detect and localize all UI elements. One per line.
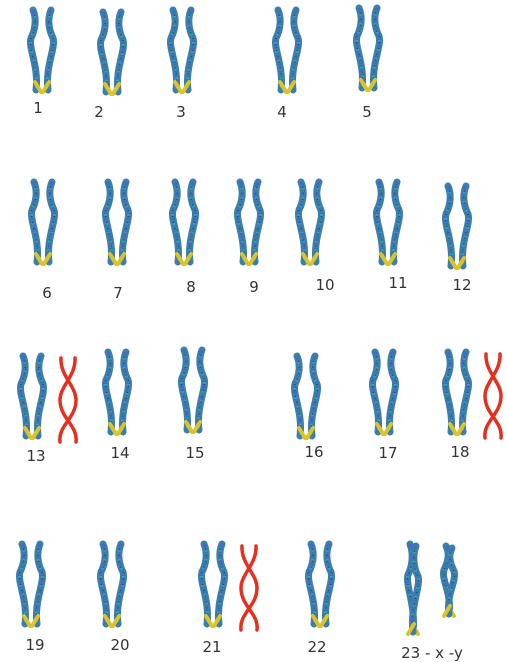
extra-chromosome-13 <box>58 356 78 444</box>
chromosome-label: 23 - x -y <box>401 644 463 662</box>
chromosome-label: 1 <box>33 99 43 117</box>
chromosome-label: 5 <box>362 103 372 121</box>
chromosome-pair-17: 17 <box>368 348 400 462</box>
chromosome-pair-11: 11 <box>372 178 408 292</box>
chromosome-label: 15 <box>185 444 204 462</box>
chromosome-label: 13 <box>26 447 45 465</box>
chromosome-label: 21 <box>202 638 221 656</box>
chromosome-label: 17 <box>378 444 397 462</box>
chromosome-pair-6: 6 <box>27 178 59 302</box>
chromosome-label: 9 <box>249 278 259 296</box>
chromosome-label: 19 <box>25 636 44 654</box>
chromosome-pair-19: 19 <box>15 540 47 654</box>
chromosome-label: 16 <box>304 443 323 461</box>
chromosome-pair-4: 4 <box>271 6 303 121</box>
chromosome-pair-8: 8 <box>168 178 200 296</box>
chromosome-label: 7 <box>113 284 123 302</box>
chromosome-pair-18: 18 <box>441 348 503 461</box>
chromosome-label: 11 <box>388 274 407 292</box>
chromosome-pair-22: 22 <box>304 540 336 656</box>
chromosome-label: 18 <box>450 443 469 461</box>
x-chromosome <box>403 540 423 636</box>
chromosome-label: 10 <box>315 276 334 294</box>
chromosome-label: 12 <box>452 276 471 294</box>
chromosome-pair-3: 3 <box>166 6 198 121</box>
chromosome-label: 2 <box>94 103 104 121</box>
chromosome-pair-7: 7 <box>101 178 133 302</box>
extra-chromosome-21 <box>239 544 259 632</box>
chromosome-pair-20: 20 <box>96 540 130 654</box>
chromosome-pair-13: 13 <box>16 352 78 465</box>
extra-chromosome-18 <box>483 352 503 440</box>
chromosome-pair-23: 23 - x -y <box>401 540 463 662</box>
chromosome-label: 14 <box>110 444 129 462</box>
chromosome-pair-12: 12 <box>441 182 473 294</box>
y-chromosome <box>439 542 459 618</box>
chromosome-label: 22 <box>307 638 326 656</box>
chromosome-pair-1: 1 <box>26 6 58 117</box>
chromosome-pair-14: 14 <box>101 348 133 462</box>
chromosome-pair-16: 16 <box>290 352 324 461</box>
chromosome-label: 3 <box>176 103 186 121</box>
chromosome-label: 6 <box>42 284 52 302</box>
chromosome-pair-9: 9 <box>233 178 265 296</box>
chromosome-pair-5: 5 <box>352 4 384 121</box>
chromosome-pair-15: 15 <box>177 346 209 462</box>
chromosome-label: 4 <box>277 103 287 121</box>
chromosome-label: 8 <box>186 278 196 296</box>
chromosome-pair-10: 10 <box>294 178 335 294</box>
chromosome-label: 20 <box>110 636 129 654</box>
chromosome-pair-2: 2 <box>94 8 128 121</box>
chromosome-pair-21: 21 <box>197 540 259 656</box>
